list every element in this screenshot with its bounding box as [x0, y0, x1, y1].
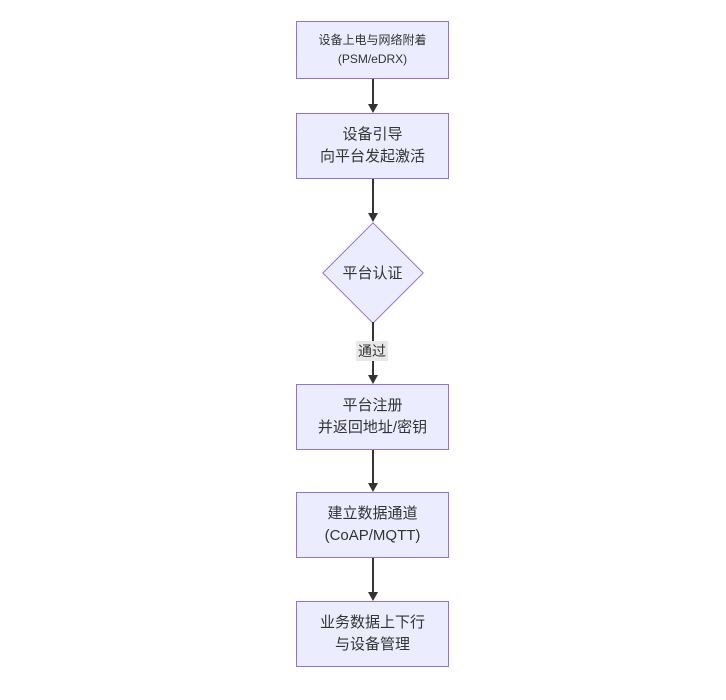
flow-arrow-line [372, 179, 374, 214]
node-text-line: 与设备管理 [334, 636, 410, 653]
node-text-line: 向平台发起激活 [319, 148, 425, 165]
arrow-down-icon [367, 375, 378, 384]
node-text-line: (CoAP/MQTT) [324, 527, 421, 544]
node-text-line: 平台注册 [342, 397, 403, 414]
edge-label-pass: 通过 [356, 341, 388, 361]
node-text-line: 业务数据上下行 [319, 614, 425, 631]
arrow-down-icon [367, 213, 378, 222]
node-text-line: 建立数据通道 [327, 505, 418, 522]
node-text-line: 并返回地址/密钥 [317, 419, 428, 436]
node-text-line: 设备引导 [342, 126, 403, 143]
node-business-data-management: 业务数据上下行 与设备管理 [296, 601, 449, 667]
node-device-bootstrap: 设备引导 向平台发起激活 [296, 113, 449, 179]
arrow-down-icon [367, 592, 378, 601]
decision-platform-auth: 平台认证 [321, 221, 424, 324]
arrow-down-icon [367, 104, 378, 113]
flow-arrow-line [372, 79, 374, 105]
flow-arrow-line [372, 558, 374, 592]
node-power-on-network-attach: 设备上电与网络附着 (PSM/eDRX) [296, 21, 449, 79]
node-text-line: 设备上电与网络附着 [318, 33, 427, 47]
node-data-channel: 建立数据通道 (CoAP/MQTT) [296, 492, 449, 558]
node-text-line: 平台认证 [342, 265, 403, 282]
flow-arrow-line [372, 450, 374, 484]
arrow-down-icon [367, 483, 378, 492]
node-text-line: (PSM/eDRX) [337, 52, 408, 66]
node-platform-register: 平台注册 并返回地址/密钥 [296, 384, 449, 450]
